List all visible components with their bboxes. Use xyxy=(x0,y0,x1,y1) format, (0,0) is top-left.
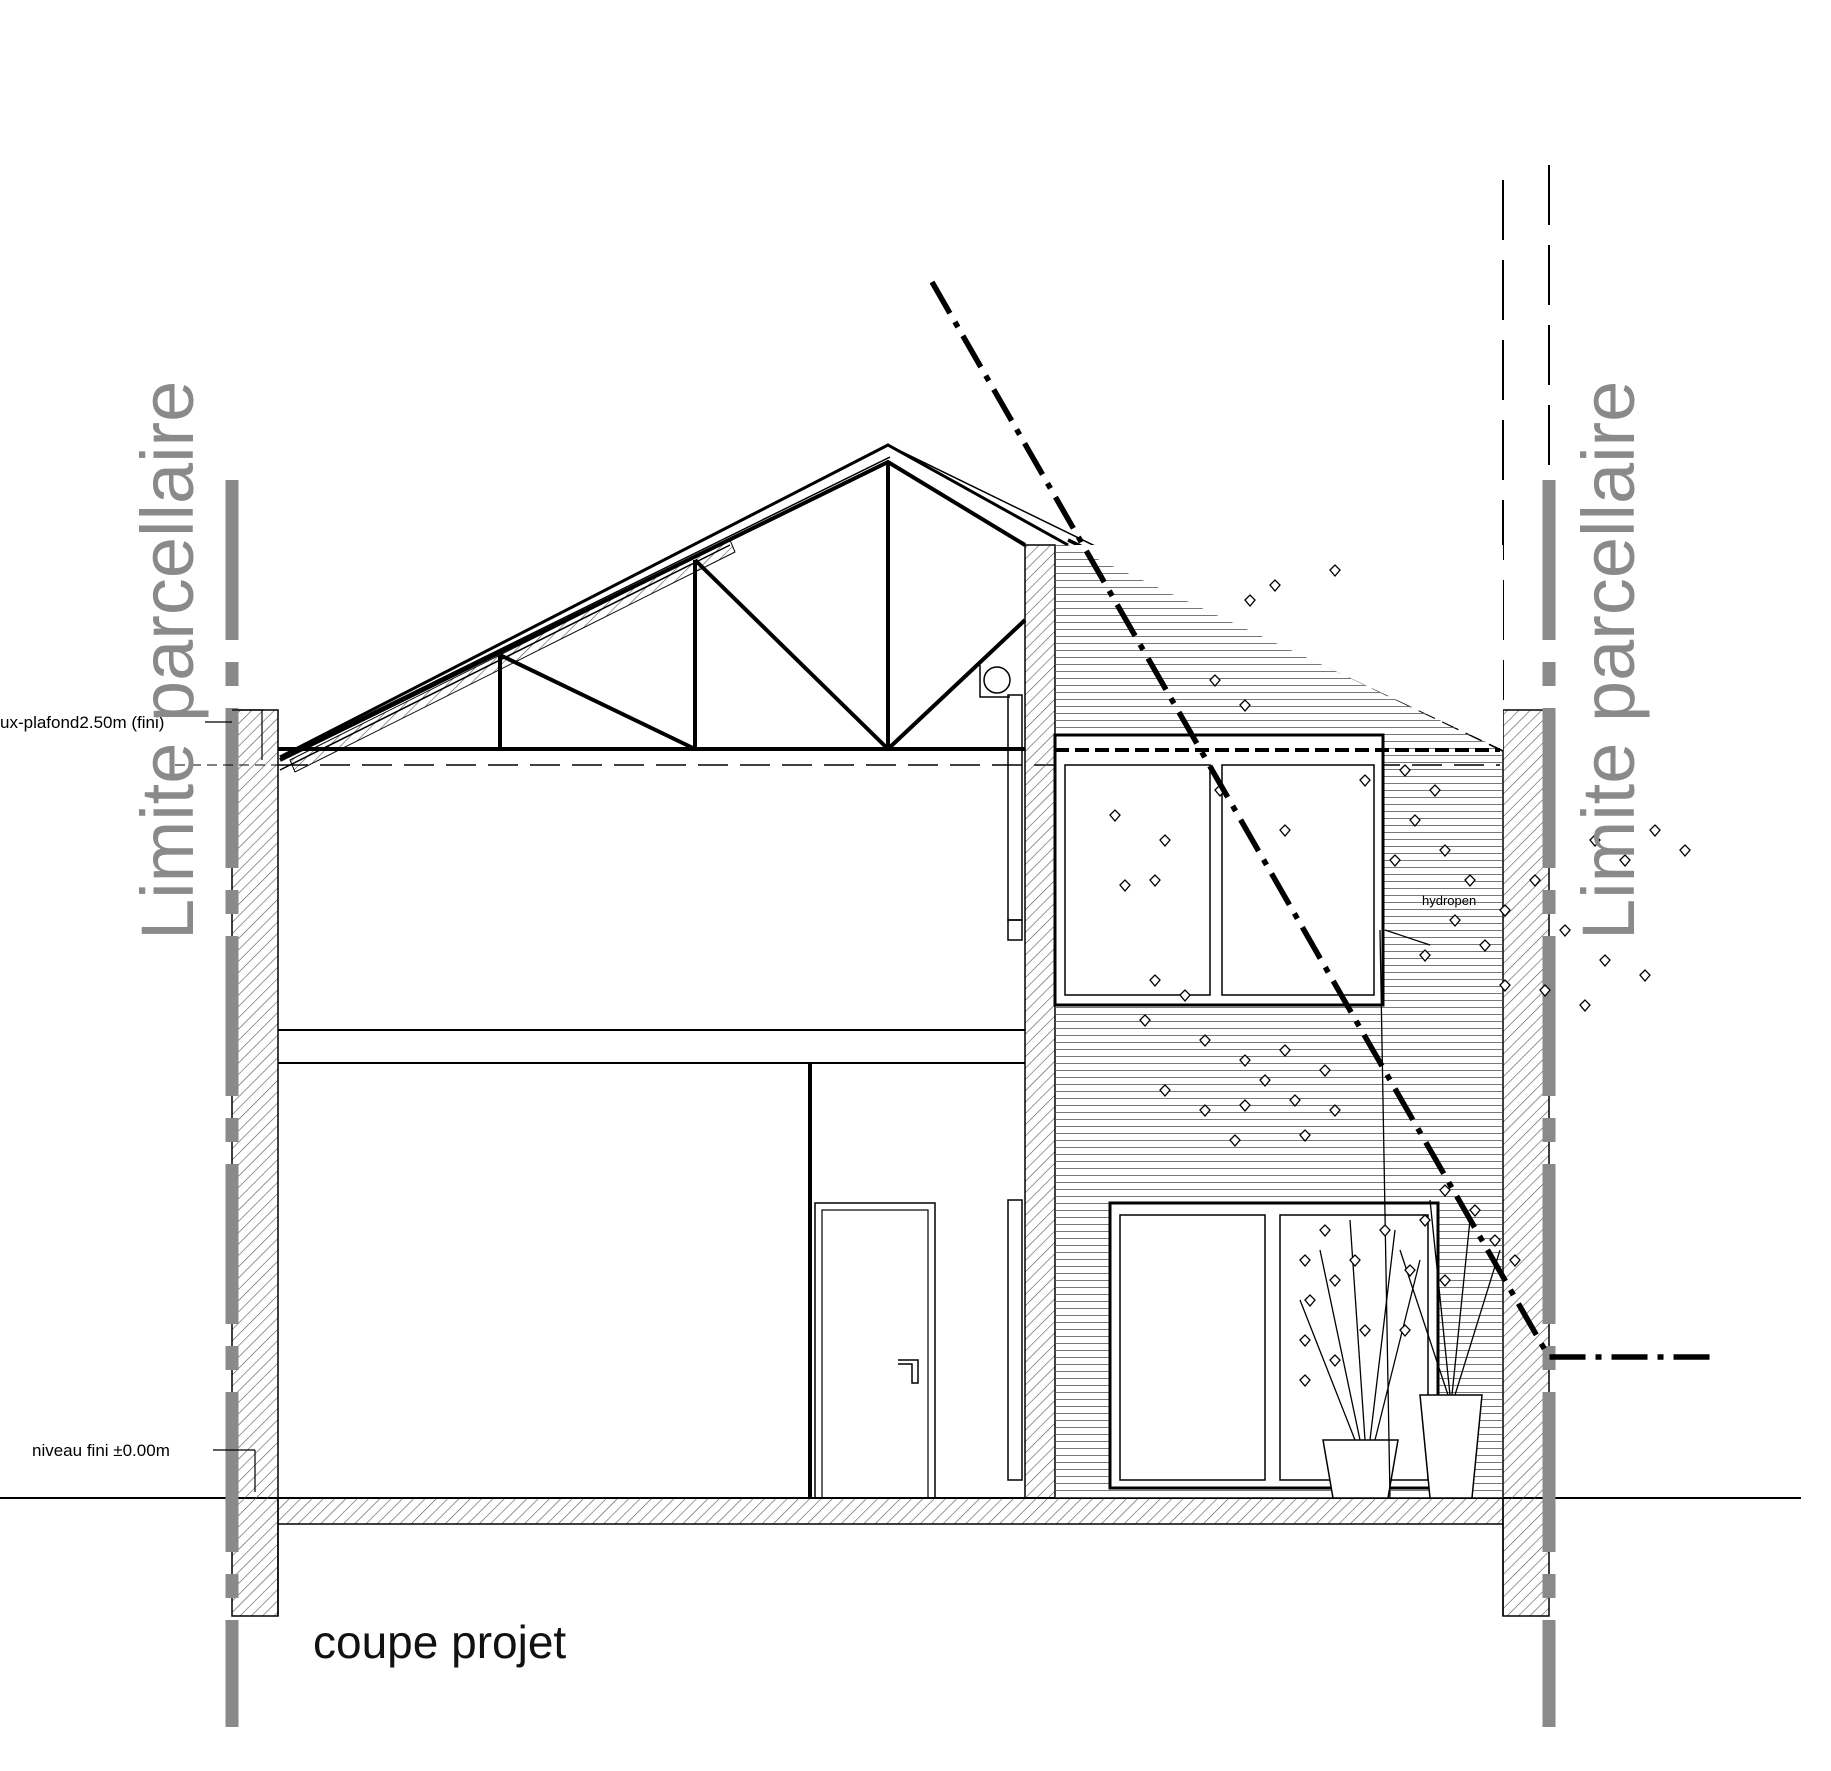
light-angle-line xyxy=(929,280,1718,1360)
right-wall xyxy=(1502,709,1550,1617)
interior-door xyxy=(814,1202,936,1499)
ceiling-level-label: ux-plafond2.50m (fini) xyxy=(0,713,164,732)
interior-mezzanine xyxy=(278,1029,1025,1498)
floor-level-label: niveau fini ±0.00m xyxy=(32,1441,170,1460)
left-wall xyxy=(231,709,279,1617)
ceiling-level-marker: ux-plafond2.50m (fini) xyxy=(0,709,278,766)
floor-level-marker: niveau fini ±0.00m xyxy=(32,1441,256,1492)
drawing-title: coupe projet xyxy=(313,1616,566,1668)
upper-window xyxy=(1053,733,1500,1007)
roof-truss xyxy=(278,459,1027,762)
plant-pots xyxy=(1322,1394,1483,1499)
plant-tag: hydropen xyxy=(1422,893,1476,908)
central-wall xyxy=(1024,544,1056,1499)
property-limit-right-label: Limite parcellaire xyxy=(1567,381,1650,940)
property-limit-left-label: Limite parcellaire xyxy=(126,381,209,940)
drainpipe xyxy=(979,665,1023,1481)
floor-slab xyxy=(277,1497,1504,1525)
